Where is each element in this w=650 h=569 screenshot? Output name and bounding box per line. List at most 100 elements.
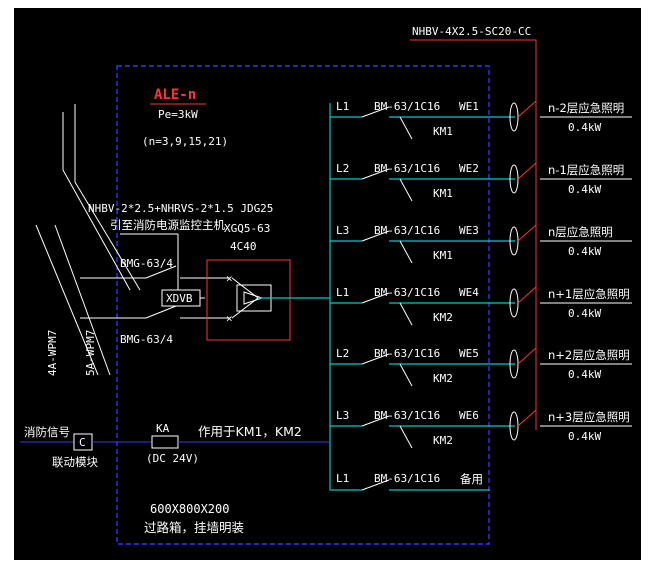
fire-signal-label: 消防信号 (24, 425, 70, 439)
circuit-row-6: L3 BM-63/1C16 WE6 KM2 n+3层应急照明 0.4kW (330, 409, 632, 449)
contactor-contact (399, 302, 413, 326)
feeder-label-b: 5A-WPM7 (84, 330, 97, 376)
breaker-blade (361, 479, 390, 491)
relay-voltage: (DC 24V) (146, 452, 199, 465)
circuit-row-3: L3 BM-63/1C16 WE3 KM1 n层应急照明 0.4kW (330, 224, 632, 264)
ats-x-mark-lower: × (226, 312, 233, 325)
circuit-row-5: L2 BM-63/1C16 WE5 KM2 n+2层应急照明 0.4kW (330, 347, 632, 387)
panel-power: Pe=3kW (158, 108, 198, 121)
circuit-id: WE3 (459, 224, 479, 237)
breaker-model: BM-63/1C16 (374, 347, 440, 360)
spare-label: 备用 (460, 472, 483, 486)
contactor-contact (399, 425, 413, 449)
circuit-id: WE1 (459, 100, 479, 113)
load-name: n-1层应急照明 (548, 163, 624, 177)
breaker-blade (361, 292, 390, 304)
load-power: 0.4kW (568, 245, 601, 258)
contactor-label: KM2 (433, 434, 453, 447)
phase-label: L2 (336, 162, 349, 175)
panel-floors: (n=3,9,15,21) (142, 135, 228, 148)
ats-x-mark-upper: × (226, 272, 233, 285)
feeder-cable-b (54, 224, 111, 376)
load-leader (517, 286, 537, 304)
phase-label: L1 (336, 100, 349, 113)
contactor-contact (399, 116, 413, 140)
contactor-label: KM2 (433, 372, 453, 385)
load-name: n+3层应急照明 (548, 410, 630, 424)
load-name: n层应急照明 (548, 225, 613, 239)
load-name: n+2层应急照明 (548, 348, 630, 362)
load-leader (517, 409, 537, 427)
circuit-row-2: L2 BM-63/1C16 WE2 KM1 n-1层应急照明 0.4kW (330, 162, 632, 202)
incoming-line-a (62, 112, 131, 291)
breaker-model: BM-63/1C16 (374, 162, 440, 175)
relay-coil (151, 435, 179, 449)
top-cable-leader (410, 39, 537, 430)
circuit-id: WE5 (459, 347, 479, 360)
breaker-blade (361, 168, 390, 180)
breaker-blade (361, 230, 390, 242)
monitor-label: XDVB (166, 292, 193, 305)
contactor-label: KM1 (433, 187, 453, 200)
incoming-cable-note: NHBV-2*2.5+NHRVS-2*1.5 JDG25 (88, 202, 273, 215)
breaker-upper-blade (145, 265, 177, 279)
circuit-id: WE6 (459, 409, 479, 422)
panel-border (116, 65, 490, 545)
breaker-upper-label: BMG-63/4 (120, 257, 173, 270)
phase-label: L3 (336, 409, 349, 422)
circuit-id: WE2 (459, 162, 479, 175)
breaker-model: BM-63/1C16 (374, 472, 440, 485)
contactor-contact (399, 178, 413, 202)
circuit-row-spare: L1 BM-63/1C16 备用 (330, 472, 490, 491)
load-power: 0.4kW (568, 121, 601, 134)
circuit-row-1: L1 BM-63/1C16 WE1 KM1 n-2层应急照明 0.4kW (330, 100, 632, 140)
phase-label: L1 (336, 286, 349, 299)
breaker-blade (361, 353, 390, 365)
breaker-model: BM-63/1C16 (374, 100, 440, 113)
ats-model: XGQ5-63 (224, 222, 270, 235)
load-leader (517, 162, 537, 180)
phase-label: L1 (336, 472, 349, 485)
load-power: 0.4kW (568, 430, 601, 443)
load-name: n+1层应急照明 (548, 287, 630, 301)
phase-label: L3 (336, 224, 349, 237)
circuit-id: WE4 (459, 286, 479, 299)
breaker-model: BM-63/1C16 (374, 286, 440, 299)
ats-box (206, 259, 291, 341)
circuit-row-4: L1 BM-63/1C16 WE4 KM2 n+1层应急照明 0.4kW (330, 286, 632, 326)
ats-poles: 4C40 (230, 240, 257, 253)
ats-contact-lower (231, 297, 259, 319)
load-leader (517, 224, 537, 242)
relay-effect: 作用于KM1，KM2 (198, 424, 302, 439)
top-cable-label: NHBV-4X2.5-SC20-CC (412, 25, 531, 38)
contactor-label: KM1 (433, 125, 453, 138)
panel-name: ALE-n (154, 87, 196, 103)
load-leader (517, 100, 537, 118)
load-power: 0.4kW (568, 307, 601, 320)
feeder-label-a: 4A-WPM7 (46, 330, 59, 376)
breaker-blade (361, 106, 390, 118)
contactor-label: KM1 (433, 249, 453, 262)
breaker-lower-label: BMG-63/4 (120, 333, 173, 346)
linkage-module-label: 联动模块 (52, 455, 98, 469)
phase-label: L2 (336, 347, 349, 360)
ats-contact-upper (231, 277, 259, 299)
ats-arrow (243, 291, 264, 305)
breaker-lower-blade (145, 305, 177, 319)
load-leader (517, 347, 537, 365)
load-power: 0.4kW (568, 183, 601, 196)
contactor-contact (399, 363, 413, 387)
breaker-model: BM-63/1C16 (374, 224, 440, 237)
load-power: 0.4kW (568, 368, 601, 381)
breaker-model: BM-63/1C16 (374, 409, 440, 422)
panel-mount: 过路箱，挂墙明装 (144, 520, 244, 535)
linkage-module-symbol: C (79, 436, 86, 449)
contactor-contact (399, 240, 413, 264)
panel-size: 600X800X200 (150, 502, 229, 516)
contactor-label: KM2 (433, 311, 453, 324)
feeder-cable-a (35, 224, 99, 376)
incoming-line-b (74, 104, 141, 291)
relay-label: KA (156, 422, 170, 435)
incoming-cable-destination: 引至消防电源监控主机 (110, 218, 225, 232)
